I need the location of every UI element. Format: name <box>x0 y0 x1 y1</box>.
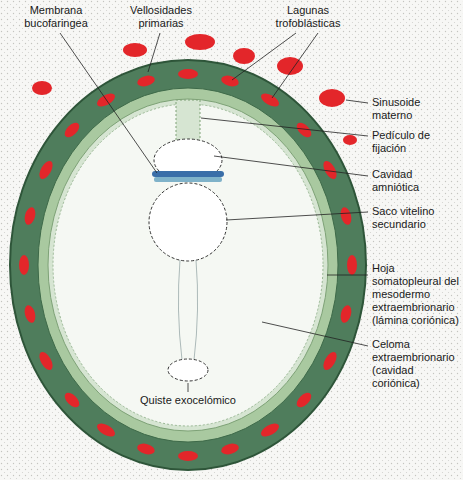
part-label: Vellosidades primarias <box>116 4 206 30</box>
cytotrophoblast <box>38 88 338 442</box>
mesoderm-strands <box>178 260 197 360</box>
part-label: Sinusoide materno <box>372 96 460 122</box>
syncytiotrophoblast <box>10 60 366 470</box>
epiblast <box>152 171 224 177</box>
part-label: Saco vitelino secundario <box>372 205 460 231</box>
leader-lines <box>60 33 368 392</box>
part-label: Hoja somatopleural del mesodermo extraem… <box>372 262 460 327</box>
yolk-sac <box>149 183 227 261</box>
chorionic-plate <box>48 99 328 431</box>
part-label: Celoma extraembrionario (cavidad corióni… <box>372 338 460 390</box>
hypoblast <box>154 177 222 182</box>
part-label: Cavidad amniótica <box>372 168 460 194</box>
chorionic-cavity <box>53 104 323 426</box>
connecting-stalk <box>176 100 200 144</box>
part-label: Pedículo de fijación <box>372 129 460 155</box>
part-label: Membrana bucofaringea <box>4 4 108 30</box>
part-label: Lagunas trofoblásticas <box>256 4 360 30</box>
part-label: Quiste exocelómico <box>136 394 240 407</box>
exocoelomic-cyst <box>168 359 208 381</box>
trophoblastic-lacunae <box>19 69 357 461</box>
